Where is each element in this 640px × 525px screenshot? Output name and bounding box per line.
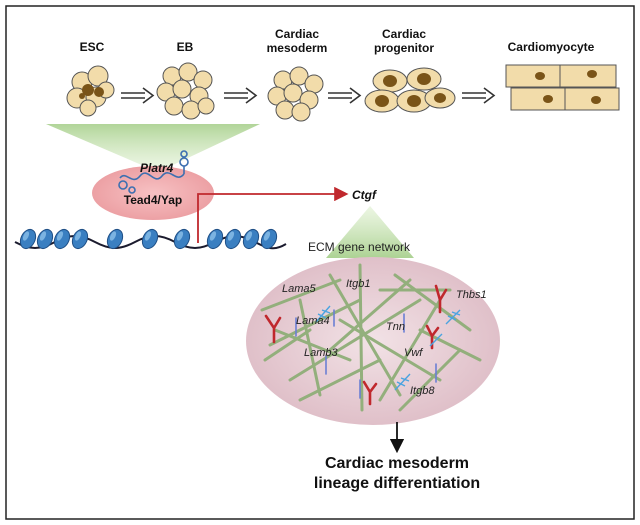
gene-label-lamb3: Lamb3 [304, 347, 339, 359]
progenitor-cells [364, 67, 456, 113]
arrow-eb-to-mesoderm [224, 87, 258, 104]
arrow-progenitor-to-cardiomyocyte [462, 87, 496, 104]
ecm-network-title: ECM gene network [308, 240, 411, 254]
nucleosome [242, 228, 260, 250]
eb-cell-cluster [156, 62, 215, 120]
ctgf-label: Ctgf [352, 188, 377, 202]
nucleosome [224, 228, 242, 250]
mesoderm-cell-cluster [267, 66, 324, 122]
tead4-yap-label: Tead4/Yap [124, 193, 182, 207]
gene-label-vwf: Vwf [404, 347, 423, 359]
outcome-line2: lineage differentiation [314, 475, 480, 492]
nucleosome [141, 228, 159, 250]
arrow-esc-to-eb [121, 87, 155, 104]
ecm-blue-markers [295, 309, 437, 399]
activation-arrow [197, 186, 349, 243]
stage-arrows [121, 87, 496, 104]
gene-label-itgb1: Itgb1 [346, 278, 370, 290]
gene-label-itgb8: Itgb8 [410, 385, 435, 397]
tead4-yap-complex [92, 166, 214, 220]
gene-label-lama4: Lama4 [296, 315, 330, 327]
nucleosome [71, 228, 89, 250]
stage-label-mesoderm-line1: Cardiac [275, 27, 319, 41]
stage-label-esc: ESC [80, 40, 105, 54]
outcome-line1: Cardiac mesoderm [325, 455, 469, 472]
stage-label-progenitor-line1: Cardiac [382, 27, 426, 41]
gene-label-tnn: Tnn [386, 321, 405, 333]
nucleosome [206, 228, 224, 250]
chromatin [14, 228, 287, 250]
stage-label-cardiomyocyte: Cardiomyocyte [508, 40, 595, 54]
platr4-label: Platr4 [140, 161, 174, 175]
stage-label-eb: EB [177, 40, 194, 54]
nucleosome [53, 228, 71, 250]
gene-label-thbs1: Thbs1 [456, 289, 487, 301]
arrow-mesoderm-to-progenitor [328, 87, 362, 104]
zoom-cone-upper [46, 124, 260, 172]
ecm-red-receptors [264, 284, 448, 406]
gene-label-lama5: Lama5 [282, 283, 317, 295]
stage-label-mesoderm-line2: mesoderm [267, 41, 328, 55]
stage-label-progenitor-line2: progenitor [374, 41, 434, 55]
figure-frame [5, 5, 635, 520]
ecm-blue-fibrils [315, 305, 461, 391]
esc-cell-cluster [66, 65, 115, 117]
cardiomyocyte-cells [505, 64, 620, 111]
platr4-lncrna [118, 150, 189, 194]
zoom-cone-lower [326, 206, 414, 258]
